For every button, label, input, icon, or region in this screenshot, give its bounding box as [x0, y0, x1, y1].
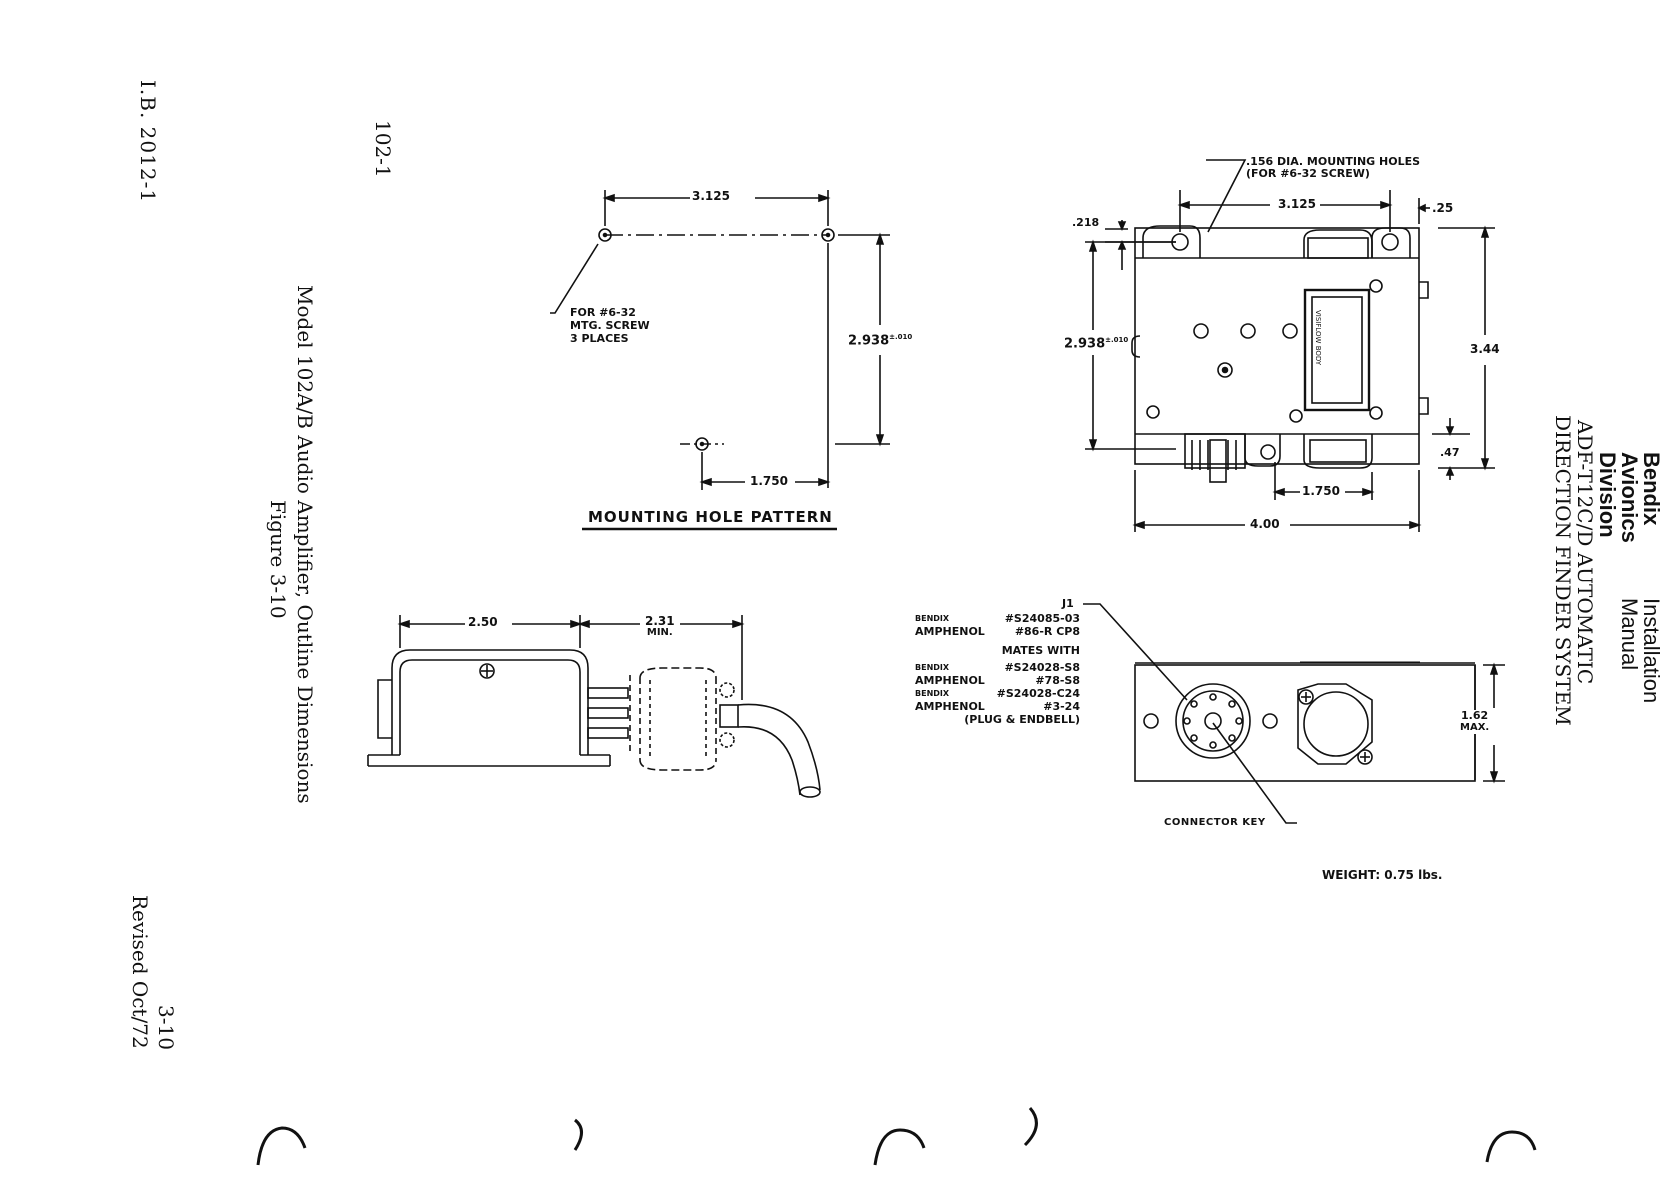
connector-part-list: BENDIX#S24085-03 AMPHENOL#86-R CP8 MATES… [915, 612, 1080, 726]
top-view-dim-offset-right: .25 [1432, 201, 1454, 215]
top-view-dim-top: 3.125 [1278, 197, 1316, 211]
top-view-dim-width: 4.00 [1250, 517, 1280, 531]
connector-key-label: CONNECTOR KEY [1164, 817, 1266, 828]
top-view [1085, 159, 1495, 532]
mounting-screw-note: FOR #6-32 MTG. SCREW 3 PLACES [570, 306, 650, 345]
weight-note: WEIGHT: 0.75 lbs. [1322, 868, 1443, 882]
side-view-dim-right: 2.31 MIN. [645, 614, 675, 638]
mounting-pattern-title: MOUNTING HOLE PATTERN [588, 508, 833, 526]
top-view-dim-small: .47 [1440, 446, 1460, 459]
mounting-dim-bottom: 1.750 [750, 474, 788, 488]
top-view-dim-inner: 1.750 [1302, 484, 1340, 498]
mounting-hole-pattern [550, 190, 890, 531]
top-view-dim-side: 2.938±.010 [1064, 336, 1129, 352]
top-view-hole-note: .156 DIA. MOUNTING HOLES (FOR #6-32 SCRE… [1246, 155, 1421, 180]
top-view-dim-offset-left: .218 [1072, 216, 1100, 229]
side-view-dim-left: 2.50 [468, 615, 498, 629]
mounting-dim-top: 3.125 [692, 189, 730, 203]
connector-height-dim: 1.62 MAX. [1460, 709, 1490, 734]
connector-end-view [1083, 603, 1505, 824]
top-view-dim-height: 3.44 [1470, 342, 1500, 356]
binder-marks [256, 1107, 1537, 1166]
side-view [367, 615, 821, 798]
connector-j1-label: J1 [1062, 597, 1074, 610]
top-view-label-plate: VISIFLOW BODY [1314, 310, 1322, 366]
mounting-dim-side: 2.938±.010 [848, 333, 913, 349]
